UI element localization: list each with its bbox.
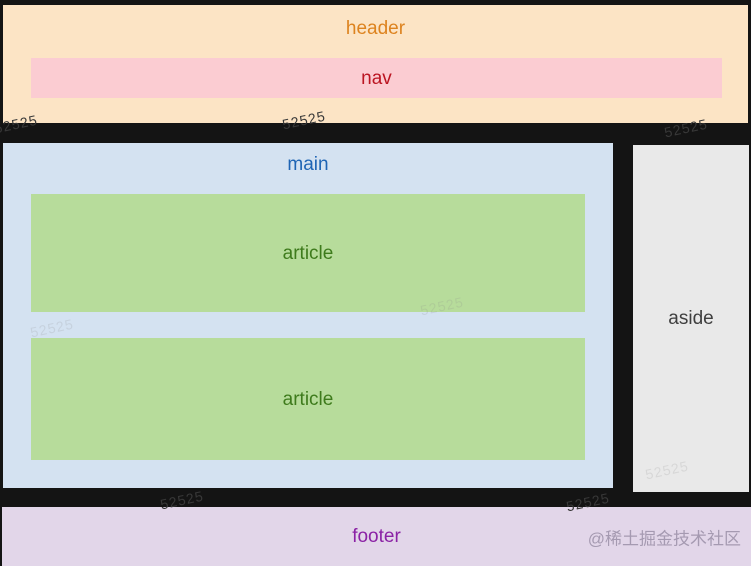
article-label: article xyxy=(282,242,334,264)
main-label: main xyxy=(287,154,329,175)
aside-label: aside xyxy=(668,308,714,329)
header-label: header xyxy=(345,18,406,39)
article-block: article xyxy=(31,338,585,460)
footer-section: footer @稀土掘金技术社区 xyxy=(2,507,751,566)
article-block: article xyxy=(31,194,585,312)
main-section: main article article xyxy=(3,143,613,488)
nav-section: nav xyxy=(31,58,722,98)
header-section: header nav xyxy=(3,5,748,123)
footer-label: footer xyxy=(352,526,401,547)
juejin-credit-watermark: @稀土掘金技术社区 xyxy=(587,529,741,548)
aside-section: aside xyxy=(633,145,749,492)
nav-label: nav xyxy=(361,67,392,89)
article-label: article xyxy=(282,388,334,410)
